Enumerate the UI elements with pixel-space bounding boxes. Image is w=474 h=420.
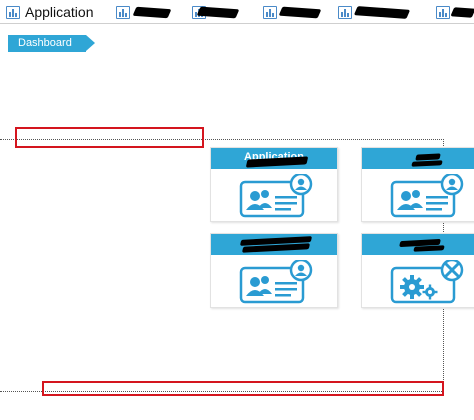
bar-chart-icon <box>338 5 352 19</box>
redaction-mark <box>450 7 474 18</box>
redaction-mark <box>132 6 172 19</box>
bar-chart-icon <box>263 5 277 19</box>
bar-chart-icon <box>436 5 450 19</box>
redaction-mark <box>353 6 411 19</box>
top-nav: Application <box>0 0 474 24</box>
bar-chart-icon <box>116 5 130 19</box>
breadcrumb[interactable]: Dashboard <box>8 35 95 52</box>
redaction-mark <box>278 6 322 19</box>
id-card-user-icon <box>239 174 313 218</box>
id-card-user-icon <box>239 260 313 304</box>
id-card-user-icon <box>390 174 464 218</box>
bar-chart-icon <box>6 5 20 19</box>
nav-item-application[interactable]: Application <box>6 2 94 22</box>
breadcrumb-label: Dashboard <box>18 37 72 49</box>
tile-redacted-2[interactable] <box>361 147 474 222</box>
nav-item-redacted-5[interactable] <box>436 2 455 22</box>
nav-item-redacted-3[interactable] <box>263 2 282 22</box>
annotation-box-bottom <box>42 381 444 396</box>
nav-item-label: Application <box>25 4 94 20</box>
nav-item-redacted-1[interactable] <box>116 2 135 22</box>
tile-redacted-3[interactable] <box>210 233 338 308</box>
tile-redacted-4[interactable] <box>361 233 474 308</box>
settings-tools-icon <box>390 260 464 304</box>
nav-item-redacted-4[interactable] <box>338 2 357 22</box>
annotation-box-top <box>15 127 204 148</box>
tile-application[interactable]: Application <box>210 147 338 222</box>
